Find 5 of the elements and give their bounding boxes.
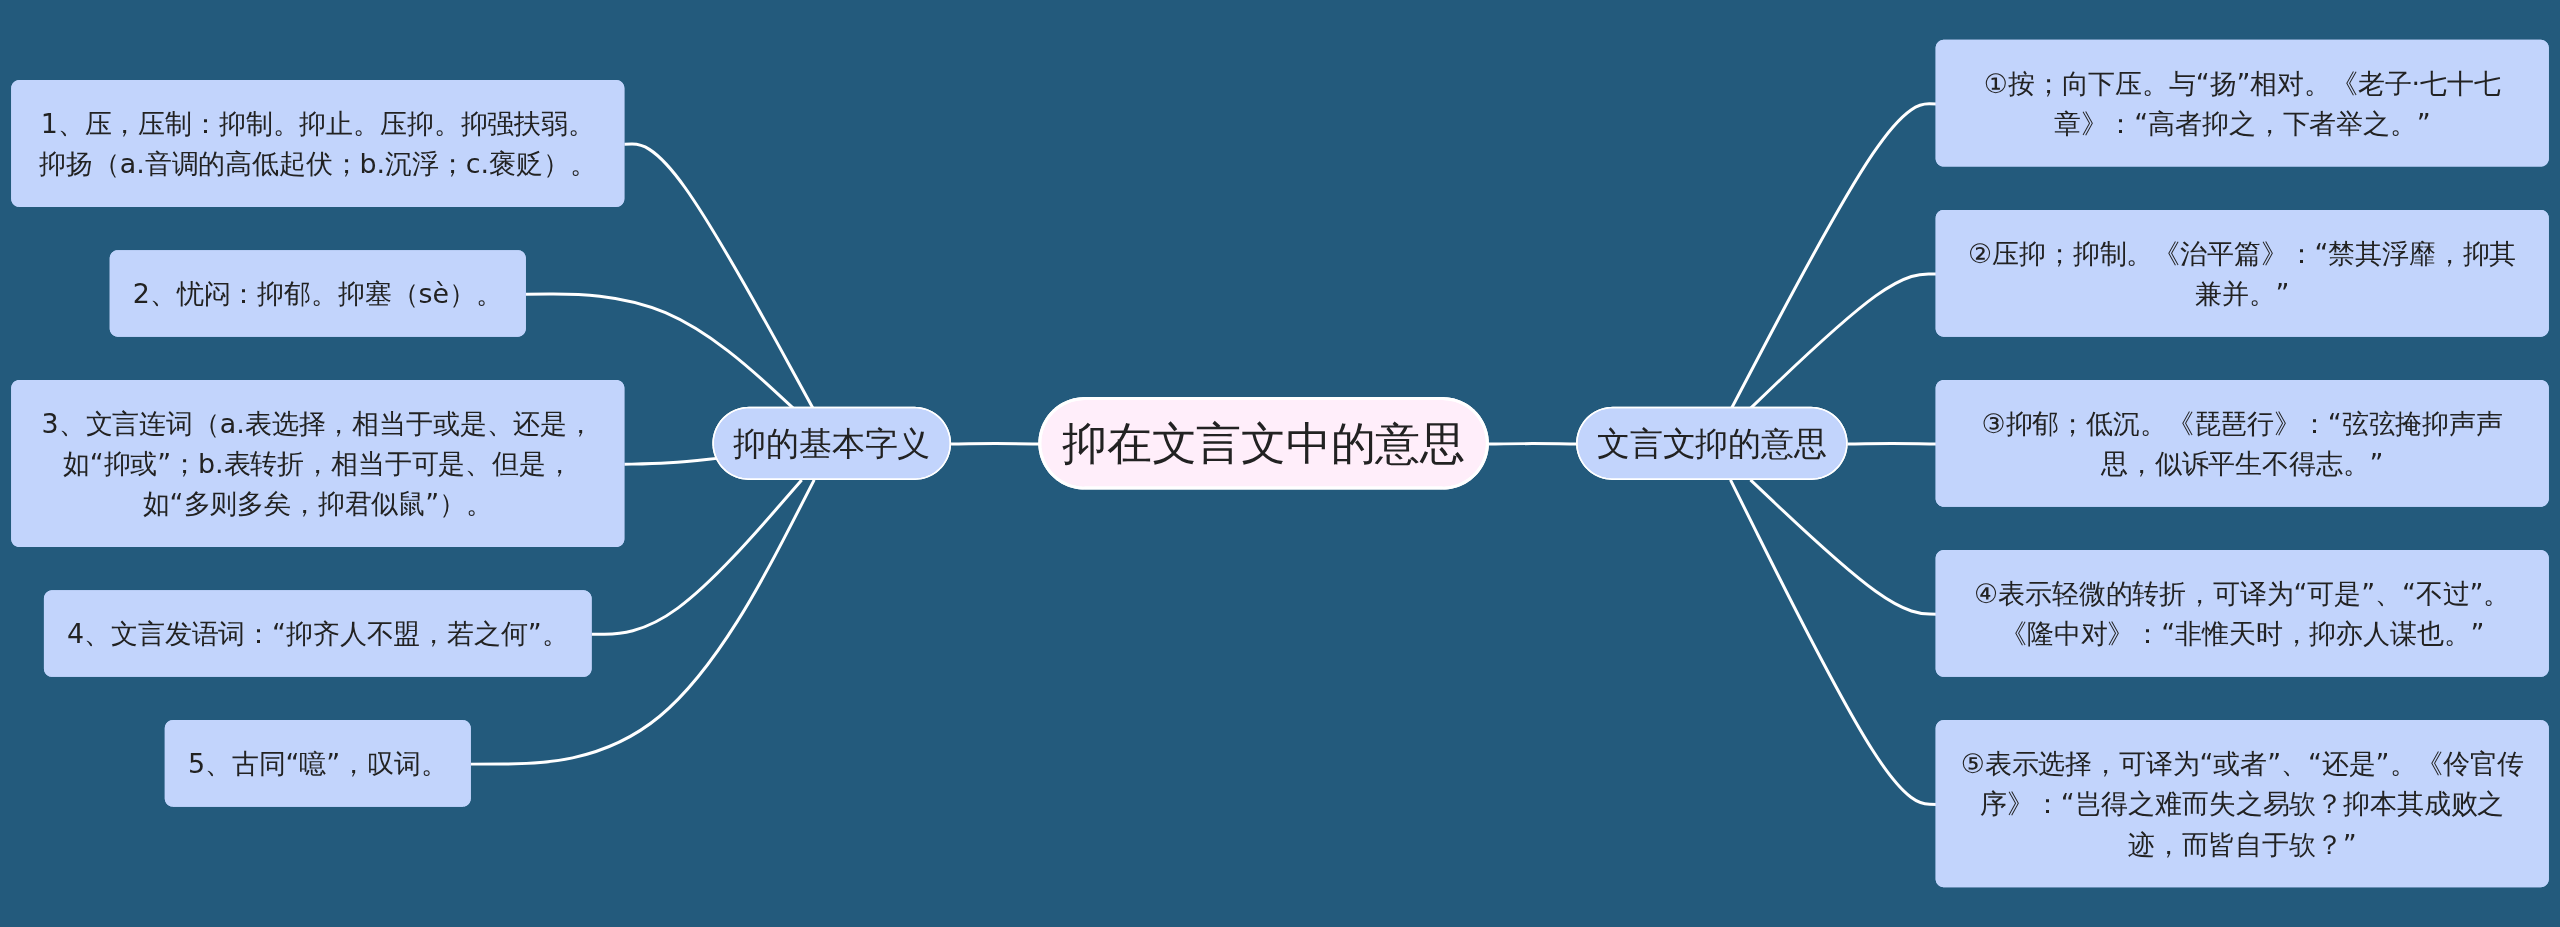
connector [470,479,816,766]
connector [624,456,717,466]
connector [1488,442,1578,446]
connector [624,142,815,409]
connector [591,478,803,636]
